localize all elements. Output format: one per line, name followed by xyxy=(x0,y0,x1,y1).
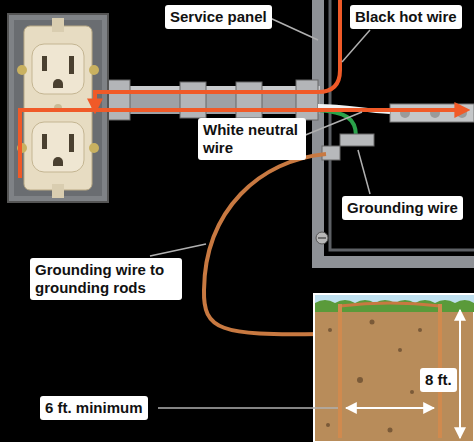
current-flow-arrow xyxy=(20,110,464,178)
leader-line xyxy=(303,112,362,136)
receptacle xyxy=(42,134,47,149)
panel-wires xyxy=(318,110,356,136)
service-panel xyxy=(318,237,326,239)
receptacle xyxy=(32,122,84,172)
leader-line xyxy=(150,244,206,256)
conduit xyxy=(296,80,318,120)
soil-inset xyxy=(357,377,363,383)
receptacle xyxy=(89,65,99,75)
soil-inset xyxy=(340,303,440,306)
soil-inset xyxy=(418,328,422,332)
soil-inset xyxy=(328,328,332,332)
leader-line xyxy=(150,18,370,408)
wire-label: Black hot wire xyxy=(350,5,462,29)
soil-inset xyxy=(370,320,375,325)
soil-inset xyxy=(459,310,461,438)
receptacle xyxy=(17,65,27,75)
receptacle xyxy=(32,44,84,94)
panel-wires xyxy=(340,134,374,146)
receptacle xyxy=(53,79,63,88)
soil-inset xyxy=(388,428,393,433)
conduit xyxy=(180,82,206,118)
receptacle xyxy=(53,157,63,166)
wire-label: Grounding wire to grounding rods xyxy=(30,258,182,300)
current-flow-arrow xyxy=(95,0,340,108)
soil-inset xyxy=(314,294,474,442)
receptacle xyxy=(89,143,99,153)
dimension-label: 6 ft. minimum xyxy=(40,396,148,420)
service-panel xyxy=(330,0,474,250)
receptacle xyxy=(42,56,47,71)
receptacle xyxy=(69,56,74,74)
receptacle xyxy=(69,134,74,152)
soil-inset xyxy=(410,390,414,394)
copper-grounding-wire xyxy=(204,154,326,334)
soil-inset xyxy=(346,407,434,409)
current-flow-arrow xyxy=(20,0,464,178)
receptacle xyxy=(52,184,64,198)
conduit xyxy=(236,82,262,118)
receptacle xyxy=(52,18,64,32)
leader-line xyxy=(270,18,318,40)
wire-label: White neutral wire xyxy=(198,118,306,160)
leader-line xyxy=(342,30,370,62)
soil-inset xyxy=(326,423,330,427)
conduit xyxy=(108,80,130,120)
soil-inset xyxy=(338,304,342,438)
leader-line xyxy=(358,150,370,194)
neutral-bus-bar xyxy=(390,104,474,122)
panel-label: Service panel xyxy=(165,5,272,29)
soil-inset xyxy=(398,348,402,352)
neutral-bus-bar xyxy=(390,104,474,122)
soil-inset xyxy=(314,294,474,442)
dimension-label: 8 ft. xyxy=(420,368,457,392)
conduit xyxy=(108,80,320,120)
service-panel xyxy=(316,232,328,244)
leader-line xyxy=(158,407,338,409)
panel-wires xyxy=(318,106,390,160)
wire-label: Grounding wire xyxy=(342,196,463,220)
